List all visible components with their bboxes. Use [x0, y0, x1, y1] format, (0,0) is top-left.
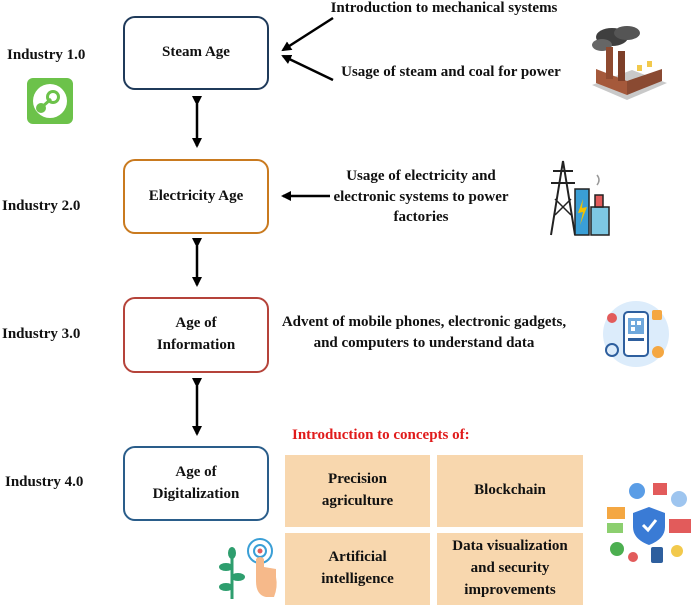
- power-tower-icon: [550, 160, 610, 236]
- industry-1-label: Industry 1.0: [7, 47, 86, 63]
- industry-3-label: Industry 3.0: [2, 326, 81, 342]
- digitalization-age-text: Age of Digitalization: [152, 463, 240, 502]
- electricity-age-text: Electricity Age: [148, 187, 244, 204]
- information-desc: Advent of mobile phones, electronic gadg…: [281, 314, 567, 351]
- steam-desc-1: Introduction to mechanical systems: [330, 0, 558, 16]
- digitalization-age-box: Age of Digitalization: [123, 446, 269, 521]
- concept-label: Blockchain: [474, 482, 546, 499]
- concept-precision-agriculture: Precision agriculture: [285, 455, 430, 527]
- concept-artificial-intelligence: Artificial intelligence: [285, 533, 430, 605]
- arrow-steam-1: [281, 16, 334, 52]
- digital-network-icon: [607, 483, 691, 563]
- concept-label: Precision agriculture: [321, 471, 394, 509]
- steam-age-text: Steam Age: [162, 44, 230, 61]
- concept-data-visualization: Data visualization and security improvem…: [437, 533, 583, 605]
- industry-4-label: Industry 4.0: [5, 474, 84, 490]
- concepts-heading: Introduction to concepts of:: [292, 427, 470, 443]
- information-age-text: Age of Information: [156, 315, 236, 353]
- industry-2-label: Industry 2.0: [2, 198, 81, 214]
- factory-icon: [592, 26, 667, 100]
- steam-desc-2: Usage of steam and coal for power: [341, 64, 561, 80]
- electricity-age-box: Electricity Age: [123, 159, 269, 234]
- information-age-box: Age of Information: [123, 297, 269, 373]
- steam-logo-icon: [27, 78, 73, 124]
- arrow-steam-2: [281, 54, 334, 82]
- mobile-gadgets-icon: [603, 301, 669, 367]
- electricity-desc: Usage of electricity and electronic syst…: [333, 168, 509, 226]
- concept-label: Data visualization and security improvem…: [452, 538, 568, 598]
- concept-label: Artificial intelligence: [321, 549, 394, 587]
- smart-plant-touch-icon: [219, 538, 277, 599]
- concept-blockchain: Blockchain: [437, 455, 583, 527]
- steam-age-box: Steam Age: [123, 16, 269, 90]
